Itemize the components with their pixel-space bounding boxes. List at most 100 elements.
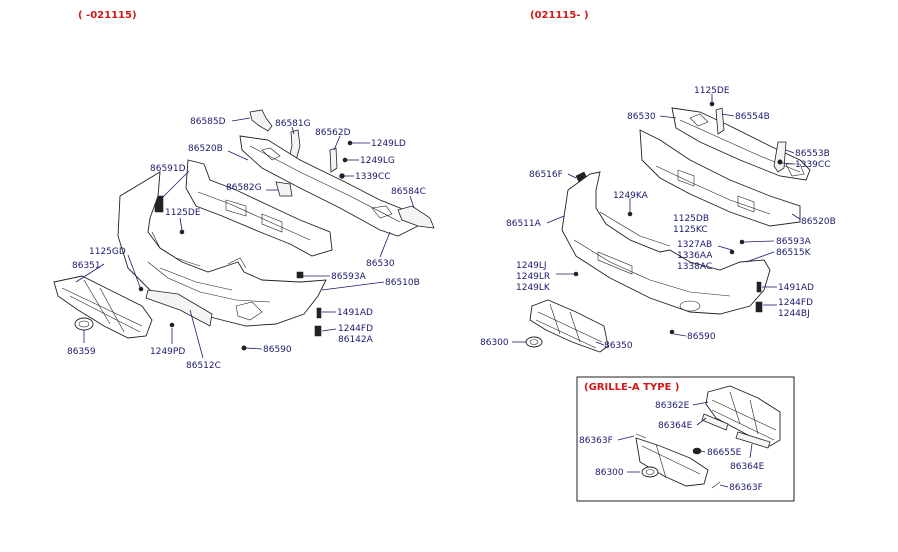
label-86591d: 86591D	[150, 164, 186, 174]
label-86350: 86350	[604, 341, 633, 351]
label-86362e: 86362E	[655, 401, 690, 411]
bolt-1249lg	[342, 157, 348, 163]
label-86300-right: 86300	[480, 338, 509, 348]
part-86582g-bracket	[275, 181, 293, 197]
clip-1491ad-right	[756, 281, 762, 293]
part-86520b-energy-absorber-right	[639, 129, 801, 227]
part-86350-grille	[529, 299, 609, 353]
label-86562d: 86562D	[315, 128, 351, 138]
clip-1244fd-left	[314, 325, 322, 337]
label-1244fd-right: 1244FD	[778, 298, 813, 308]
right-leader-lines	[512, 94, 801, 346]
header-left-date-range: ( -021115)	[78, 10, 137, 21]
bolt-1125de-left	[179, 229, 185, 235]
label-86593a-left: 86593A	[331, 272, 367, 282]
label-1491ad-right: 1491AD	[778, 283, 814, 293]
label-86515k: 86515K	[776, 248, 812, 258]
screw-86590-left	[241, 345, 247, 351]
label-1339cc-left: 1339CC	[355, 172, 390, 182]
label-1327ab: 1327AB	[677, 240, 712, 250]
bolt-1249pd	[169, 322, 175, 328]
part-86351-grille	[53, 275, 153, 339]
label-86364e-upper: 86364E	[658, 421, 693, 431]
part-86512c-lower-molding	[145, 289, 213, 327]
label-1125de-left: 1125DE	[165, 208, 201, 218]
part-86362e-grille	[705, 385, 781, 447]
right-assembly	[525, 101, 811, 353]
label-1244bj: 1244BJ	[778, 309, 810, 319]
right-part-labels: 1125DE 86530 86554B 86553B 1339CC 86516F…	[480, 86, 836, 351]
clip-1491ad-left	[316, 307, 322, 319]
nut-1339cc-right	[777, 159, 783, 165]
part-86584c-bracket	[397, 205, 435, 229]
left-assembly	[53, 109, 435, 351]
label-1249lr: 1249LR	[516, 272, 550, 282]
label-86359: 86359	[67, 347, 96, 357]
part-86554b-bracket	[715, 107, 725, 135]
label-86511a: 86511A	[506, 219, 542, 229]
clip-86593a-right	[739, 239, 745, 245]
bolt-1125gd	[138, 286, 144, 292]
label-1339cc-right: 1339CC	[795, 160, 830, 170]
left-leader-lines	[75, 117, 415, 359]
label-86300-grille-a: 86300	[595, 468, 624, 478]
label-86363f-upper: 86363F	[579, 436, 613, 446]
grille-part-labels: 86362E 86364E 86363F 86655E 86364E 86300…	[579, 401, 765, 493]
bolt-1249ka	[627, 211, 633, 217]
part-86364e-molding-upper	[701, 413, 729, 431]
part-86585d-bracket	[249, 109, 273, 132]
bolt-1249ld	[347, 140, 353, 146]
label-86512c: 86512C	[186, 361, 221, 371]
label-86593a-right: 86593A	[776, 237, 812, 247]
grille-leader-lines	[617, 401, 753, 488]
label-86142a: 86142A	[338, 335, 374, 345]
nut-1339cc	[339, 173, 345, 179]
left-part-labels: 86585D 86581G 86562D 1249LD 86520B 1249L…	[67, 117, 426, 371]
part-86363f-upper	[635, 433, 647, 439]
part-86562d-bracket	[329, 147, 338, 173]
label-1338ac: 1338AC	[677, 262, 712, 272]
label-86363f-lower: 86363F	[729, 483, 763, 493]
label-1125gd: 1125GD	[89, 247, 126, 257]
label-1249lk: 1249LK	[516, 283, 551, 293]
label-1249ld: 1249LD	[371, 139, 406, 149]
part-86300-emblem-right	[525, 336, 543, 348]
label-86516f: 86516F	[529, 170, 563, 180]
label-1249pd: 1249PD	[150, 347, 185, 357]
bolt-1249lj	[573, 271, 579, 277]
part-86359-emblem	[74, 317, 94, 331]
clip-86593a-left	[296, 271, 304, 279]
label-86585d: 86585D	[190, 117, 226, 127]
label-86351: 86351	[72, 261, 101, 271]
label-86590-left: 86590	[263, 345, 292, 355]
label-86510b: 86510B	[385, 278, 420, 288]
label-86655e: 86655E	[707, 448, 742, 458]
label-86520b-right: 86520B	[801, 217, 836, 227]
label-86554b: 86554B	[735, 112, 770, 122]
clip-1244fd-right	[755, 301, 763, 313]
part-86364e-molding-lower	[735, 431, 771, 449]
grille-a-type-title: (GRILLE-A TYPE )	[584, 382, 679, 393]
label-1125kc: 1125KC	[673, 225, 708, 235]
screw-86590-right	[669, 329, 675, 335]
label-86581g: 86581G	[275, 119, 311, 129]
part-86511a-bumper-cover	[561, 171, 771, 315]
label-1491ad-left: 1491AD	[337, 308, 373, 318]
label-1244fd-left: 1244FD	[338, 324, 373, 334]
label-86553b: 86553B	[795, 149, 830, 159]
grille-a-type-frame	[576, 376, 795, 502]
label-1125de-right: 1125DE	[694, 86, 730, 96]
part-86520b-energy-absorber	[185, 159, 333, 257]
label-1249ka: 1249KA	[613, 191, 649, 201]
label-86530-left: 86530	[366, 259, 395, 269]
label-1125db: 1125DB	[673, 214, 709, 224]
header-right-date-range: (021115- )	[530, 10, 589, 21]
label-86520b-left: 86520B	[188, 144, 223, 154]
label-86582g: 86582G	[226, 183, 262, 193]
label-1249lj: 1249LJ	[516, 261, 547, 271]
grille-a-type-inset: (GRILLE-A TYPE )	[576, 376, 795, 502]
label-86364e-lower: 86364E	[730, 462, 765, 472]
label-86584c: 86584C	[391, 187, 426, 197]
part-86363f-lower	[711, 481, 721, 489]
